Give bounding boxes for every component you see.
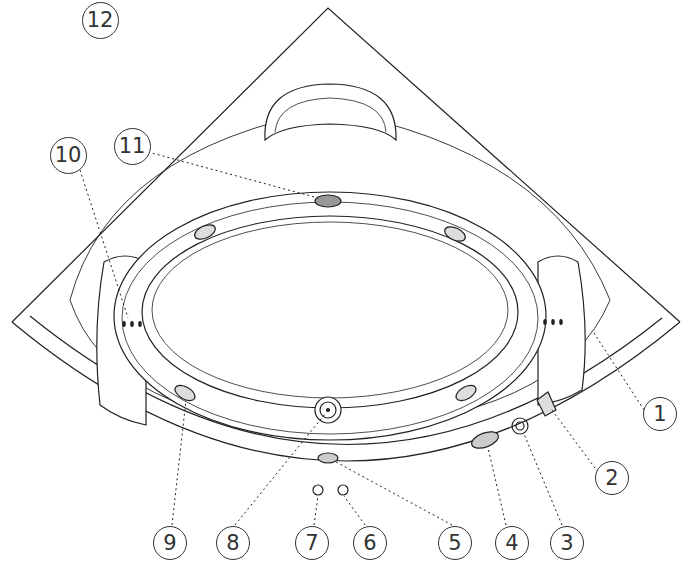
callout-number: 1: [643, 397, 677, 431]
callout-number: 9: [153, 526, 187, 560]
callout-number: 7: [295, 526, 329, 560]
callout-number: 12: [82, 2, 119, 39]
callout-number: 3: [550, 526, 584, 560]
callout-number: 6: [353, 526, 387, 560]
callout-number: 10: [50, 137, 87, 174]
callout-number: 5: [438, 526, 472, 560]
callout-number: 11: [114, 128, 151, 165]
callout-number: 2: [595, 461, 629, 495]
callout-number: 4: [495, 526, 529, 560]
callout-number: 8: [216, 526, 250, 560]
